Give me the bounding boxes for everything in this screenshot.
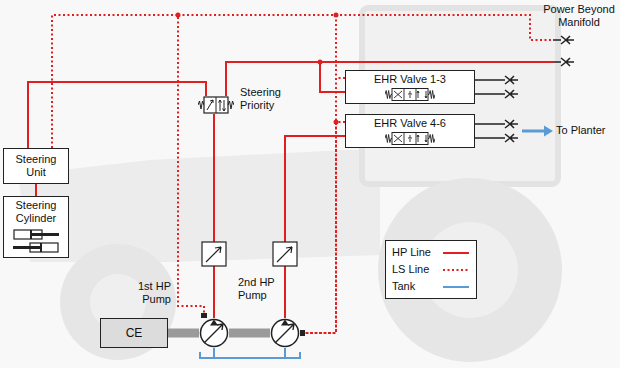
legend-row: Tank bbox=[392, 278, 470, 295]
valve-divider bbox=[404, 133, 416, 145]
valve-body bbox=[392, 89, 428, 101]
ls-line bbox=[300, 122, 345, 333]
legend-sample bbox=[442, 282, 470, 292]
junction-dot bbox=[334, 13, 339, 18]
node-label: 1st HP Pump bbox=[127, 280, 171, 306]
node-label: 2nd HP Pump bbox=[238, 276, 282, 302]
hp-line bbox=[320, 61, 553, 63]
cylinder-box: Steering Cylinder bbox=[3, 196, 69, 258]
pump-circle bbox=[201, 320, 228, 347]
valve-spring bbox=[428, 91, 435, 99]
coupler-symbol bbox=[475, 134, 518, 142]
valve-spring bbox=[198, 101, 204, 109]
pump-symbol: 1st HP Pump bbox=[199, 318, 229, 348]
compensator-symbol bbox=[202, 242, 226, 266]
coupler-symbol bbox=[553, 58, 574, 66]
legend-text: Tank bbox=[392, 280, 415, 293]
node-text: EHR Valve 1-3 bbox=[349, 73, 471, 86]
valve-drawing bbox=[198, 96, 234, 114]
cylinder-drawing bbox=[11, 228, 61, 254]
cylinder-rod bbox=[13, 246, 41, 249]
pump-drawing bbox=[199, 318, 229, 348]
hp-line bbox=[28, 82, 206, 148]
coupler-symbol bbox=[475, 76, 518, 84]
legend-text: LS Line bbox=[392, 263, 429, 276]
planter-label: To Planter bbox=[556, 124, 618, 137]
legend-line bbox=[443, 252, 469, 254]
rear-wheel bbox=[378, 178, 562, 362]
legend-row: LS Line bbox=[392, 261, 470, 278]
valve-arrows bbox=[207, 100, 226, 111]
legend-line bbox=[443, 269, 469, 271]
valve-box: EHR Valve 4-6 bbox=[345, 114, 475, 148]
valve-arrows bbox=[394, 91, 427, 98]
pump-circle bbox=[272, 320, 299, 347]
ls-port bbox=[300, 330, 305, 336]
legend-text: HP Line bbox=[392, 246, 431, 259]
valve-drawing bbox=[385, 88, 435, 101]
cylinder-rod bbox=[31, 233, 59, 236]
ls-line bbox=[52, 15, 204, 318]
ls-line bbox=[178, 15, 553, 40]
valve-spring bbox=[428, 135, 435, 143]
front-wheel bbox=[60, 244, 176, 360]
pump-drawing bbox=[270, 318, 300, 348]
drive-shaft bbox=[168, 329, 199, 338]
hp-line bbox=[35, 184, 37, 196]
node-text: CE bbox=[126, 327, 143, 340]
legend-row: HP Line bbox=[392, 244, 470, 261]
node-label: Steering Priority bbox=[240, 86, 300, 112]
compensator-arrow bbox=[277, 247, 292, 262]
node-text: Steering Unit bbox=[7, 153, 65, 179]
tractor-body bbox=[18, 150, 380, 262]
hp-line bbox=[213, 114, 215, 318]
legend-box: HP Line LS LineTank bbox=[385, 240, 477, 299]
junction-dot bbox=[334, 120, 339, 125]
planter-arrow bbox=[522, 130, 545, 133]
valve-divider bbox=[404, 89, 416, 101]
planter-arrow-head bbox=[544, 126, 553, 137]
valve-spring bbox=[385, 135, 392, 143]
valve-divider bbox=[216, 97, 217, 113]
node-text: Steering Cylinder bbox=[7, 199, 65, 225]
valve-spring bbox=[228, 101, 234, 109]
drive-shaft bbox=[229, 329, 270, 338]
junction-dot bbox=[176, 13, 181, 18]
process-box: Steering Unit bbox=[3, 148, 69, 184]
valve-arrows bbox=[394, 135, 427, 142]
ls-line bbox=[300, 78, 345, 333]
legend-line bbox=[443, 286, 469, 288]
junction-dot bbox=[318, 60, 323, 65]
pump-symbol: 2nd HP Pump bbox=[270, 318, 300, 348]
coupler-symbol bbox=[475, 120, 518, 128]
coupler-symbol bbox=[553, 36, 574, 44]
pump-outlet bbox=[210, 320, 218, 326]
valve-body bbox=[392, 133, 428, 145]
tank-line bbox=[200, 348, 300, 358]
legend-sample bbox=[442, 265, 470, 275]
compensator-arrow bbox=[206, 247, 221, 262]
coupler-symbol bbox=[475, 90, 518, 98]
valve-box: EHR Valve 1-3 bbox=[345, 70, 475, 104]
node-text: EHR Valve 4-6 bbox=[349, 117, 471, 130]
variable-arrow bbox=[275, 324, 294, 343]
compensator-symbol bbox=[273, 242, 297, 266]
variable-arrow bbox=[204, 324, 223, 343]
ls-port bbox=[201, 313, 207, 318]
manifold-label: Power Beyond Manifold bbox=[540, 3, 618, 29]
valve-spring bbox=[385, 91, 392, 99]
valve-body bbox=[204, 97, 228, 113]
engine-box: CE bbox=[100, 318, 168, 348]
valve-drawing bbox=[385, 132, 435, 145]
ls-line bbox=[335, 15, 337, 78]
priority-valve: Steering Priority bbox=[198, 96, 234, 114]
pump-outlet bbox=[281, 320, 289, 326]
legend-sample bbox=[442, 248, 470, 258]
